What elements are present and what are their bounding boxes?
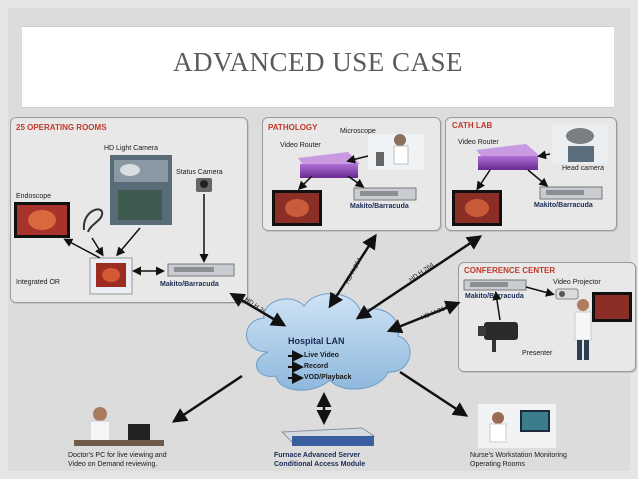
- microscope-router-arrow: [346, 154, 369, 164]
- video-projector-label: Video Projector: [553, 279, 601, 286]
- or-makito-label: Makito/Barracuda: [160, 281, 219, 288]
- furnace-label-2: Conditional Access Module: [274, 461, 366, 468]
- cath-makito-label: Makito/Barracuda: [534, 202, 593, 209]
- vod-playback-label: VOD/Playback: [304, 374, 352, 381]
- record-label: Record: [304, 363, 329, 370]
- integrated-or-label: Integrated OR: [16, 279, 60, 286]
- integrated-or-display: [89, 257, 133, 295]
- cath-router: [476, 144, 540, 170]
- live-video-label: Live Video: [304, 352, 339, 359]
- cath-router-makito-arrow: [527, 169, 549, 187]
- cath-router-monitor-arrow: [476, 169, 491, 191]
- doctor-pc-label-2: Video on Demand reviewing.: [68, 461, 158, 468]
- video-projector-icon: [555, 288, 579, 300]
- pathology-monitor: [272, 190, 322, 226]
- head-camera-photo: [552, 124, 608, 164]
- status-camera-icon: [196, 178, 212, 192]
- conference-lan-arrow: [386, 300, 461, 334]
- lan-doctor-arrow: [171, 374, 243, 423]
- pathology-title: PATHOLOGY: [268, 123, 318, 132]
- cath-monitor: [452, 190, 502, 226]
- cath-lan-arrow: [355, 235, 483, 320]
- video-camera-icon: [478, 322, 518, 352]
- nurse-workstation-photo: [478, 404, 556, 448]
- microscope-label: Microscope: [340, 128, 376, 135]
- pathology-router-monitor-arrow: [297, 175, 313, 191]
- cath-video-router-label: Video Router: [458, 139, 499, 146]
- pathology-video-router-label: Video Router: [280, 142, 321, 149]
- or-makito-device: [167, 263, 235, 277]
- status-camera-label: Status Camera: [176, 169, 223, 176]
- or-lan-arrow: [229, 292, 287, 327]
- presenter-label: Presenter: [522, 350, 553, 357]
- furnace-server-icon: [280, 427, 376, 446]
- or-to-endoscope-arrow: [63, 238, 101, 259]
- pathology-makito-label: Makito/Barracuda: [350, 203, 409, 210]
- doctor-pc-photo: [74, 407, 164, 446]
- microscope-photo: [368, 134, 424, 170]
- nurse-label-1: Nurse's Workstation Monitoring: [470, 452, 567, 459]
- makito-projector-arrow: [525, 286, 555, 297]
- hd-light-camera-photo: [110, 155, 172, 225]
- pathology-router: [298, 152, 360, 178]
- projection-screen: [592, 292, 632, 322]
- cath-makito-device: [539, 186, 603, 200]
- presenter-figure: [574, 299, 592, 360]
- camera-makito-arrow: [492, 291, 502, 321]
- slide-title: ADVANCED USE CASE: [172, 47, 464, 77]
- nurse-label-2: Operating Rooms: [470, 461, 525, 468]
- conference-center-title: CONFERENCE CENTER: [464, 266, 556, 275]
- head-camera-label: Head camera: [562, 165, 605, 172]
- furnace-label-1: Furnace Advanced Server: [274, 452, 361, 459]
- lan-nurse-arrow: [399, 370, 469, 417]
- conference-makito-device: [463, 279, 527, 291]
- pathology-makito-device: [353, 187, 417, 201]
- operating-rooms-title: 25 OPERATING ROOMS: [16, 123, 107, 132]
- doctor-pc-label-1: Doctor's PC for live viewing and: [68, 452, 167, 459]
- endoscope-cable-icon: [82, 208, 104, 233]
- endoscope-monitor: [14, 202, 70, 238]
- light-camera-arrow: [116, 227, 141, 257]
- endoscope-to-or-arrow: [91, 237, 104, 257]
- title-box: [22, 26, 614, 108]
- endoscope-label: Endoscope: [16, 193, 52, 200]
- headcam-router-arrow: [537, 150, 551, 160]
- hospital-lan-title: Hospital LAN: [288, 336, 345, 346]
- pathology-lan-arrow: [328, 233, 377, 309]
- cath-lab-title: CATH LAB: [452, 121, 493, 130]
- pathology-router-makito-arrow: [347, 175, 365, 188]
- hd-light-camera-label: HD Light Camera: [104, 145, 159, 152]
